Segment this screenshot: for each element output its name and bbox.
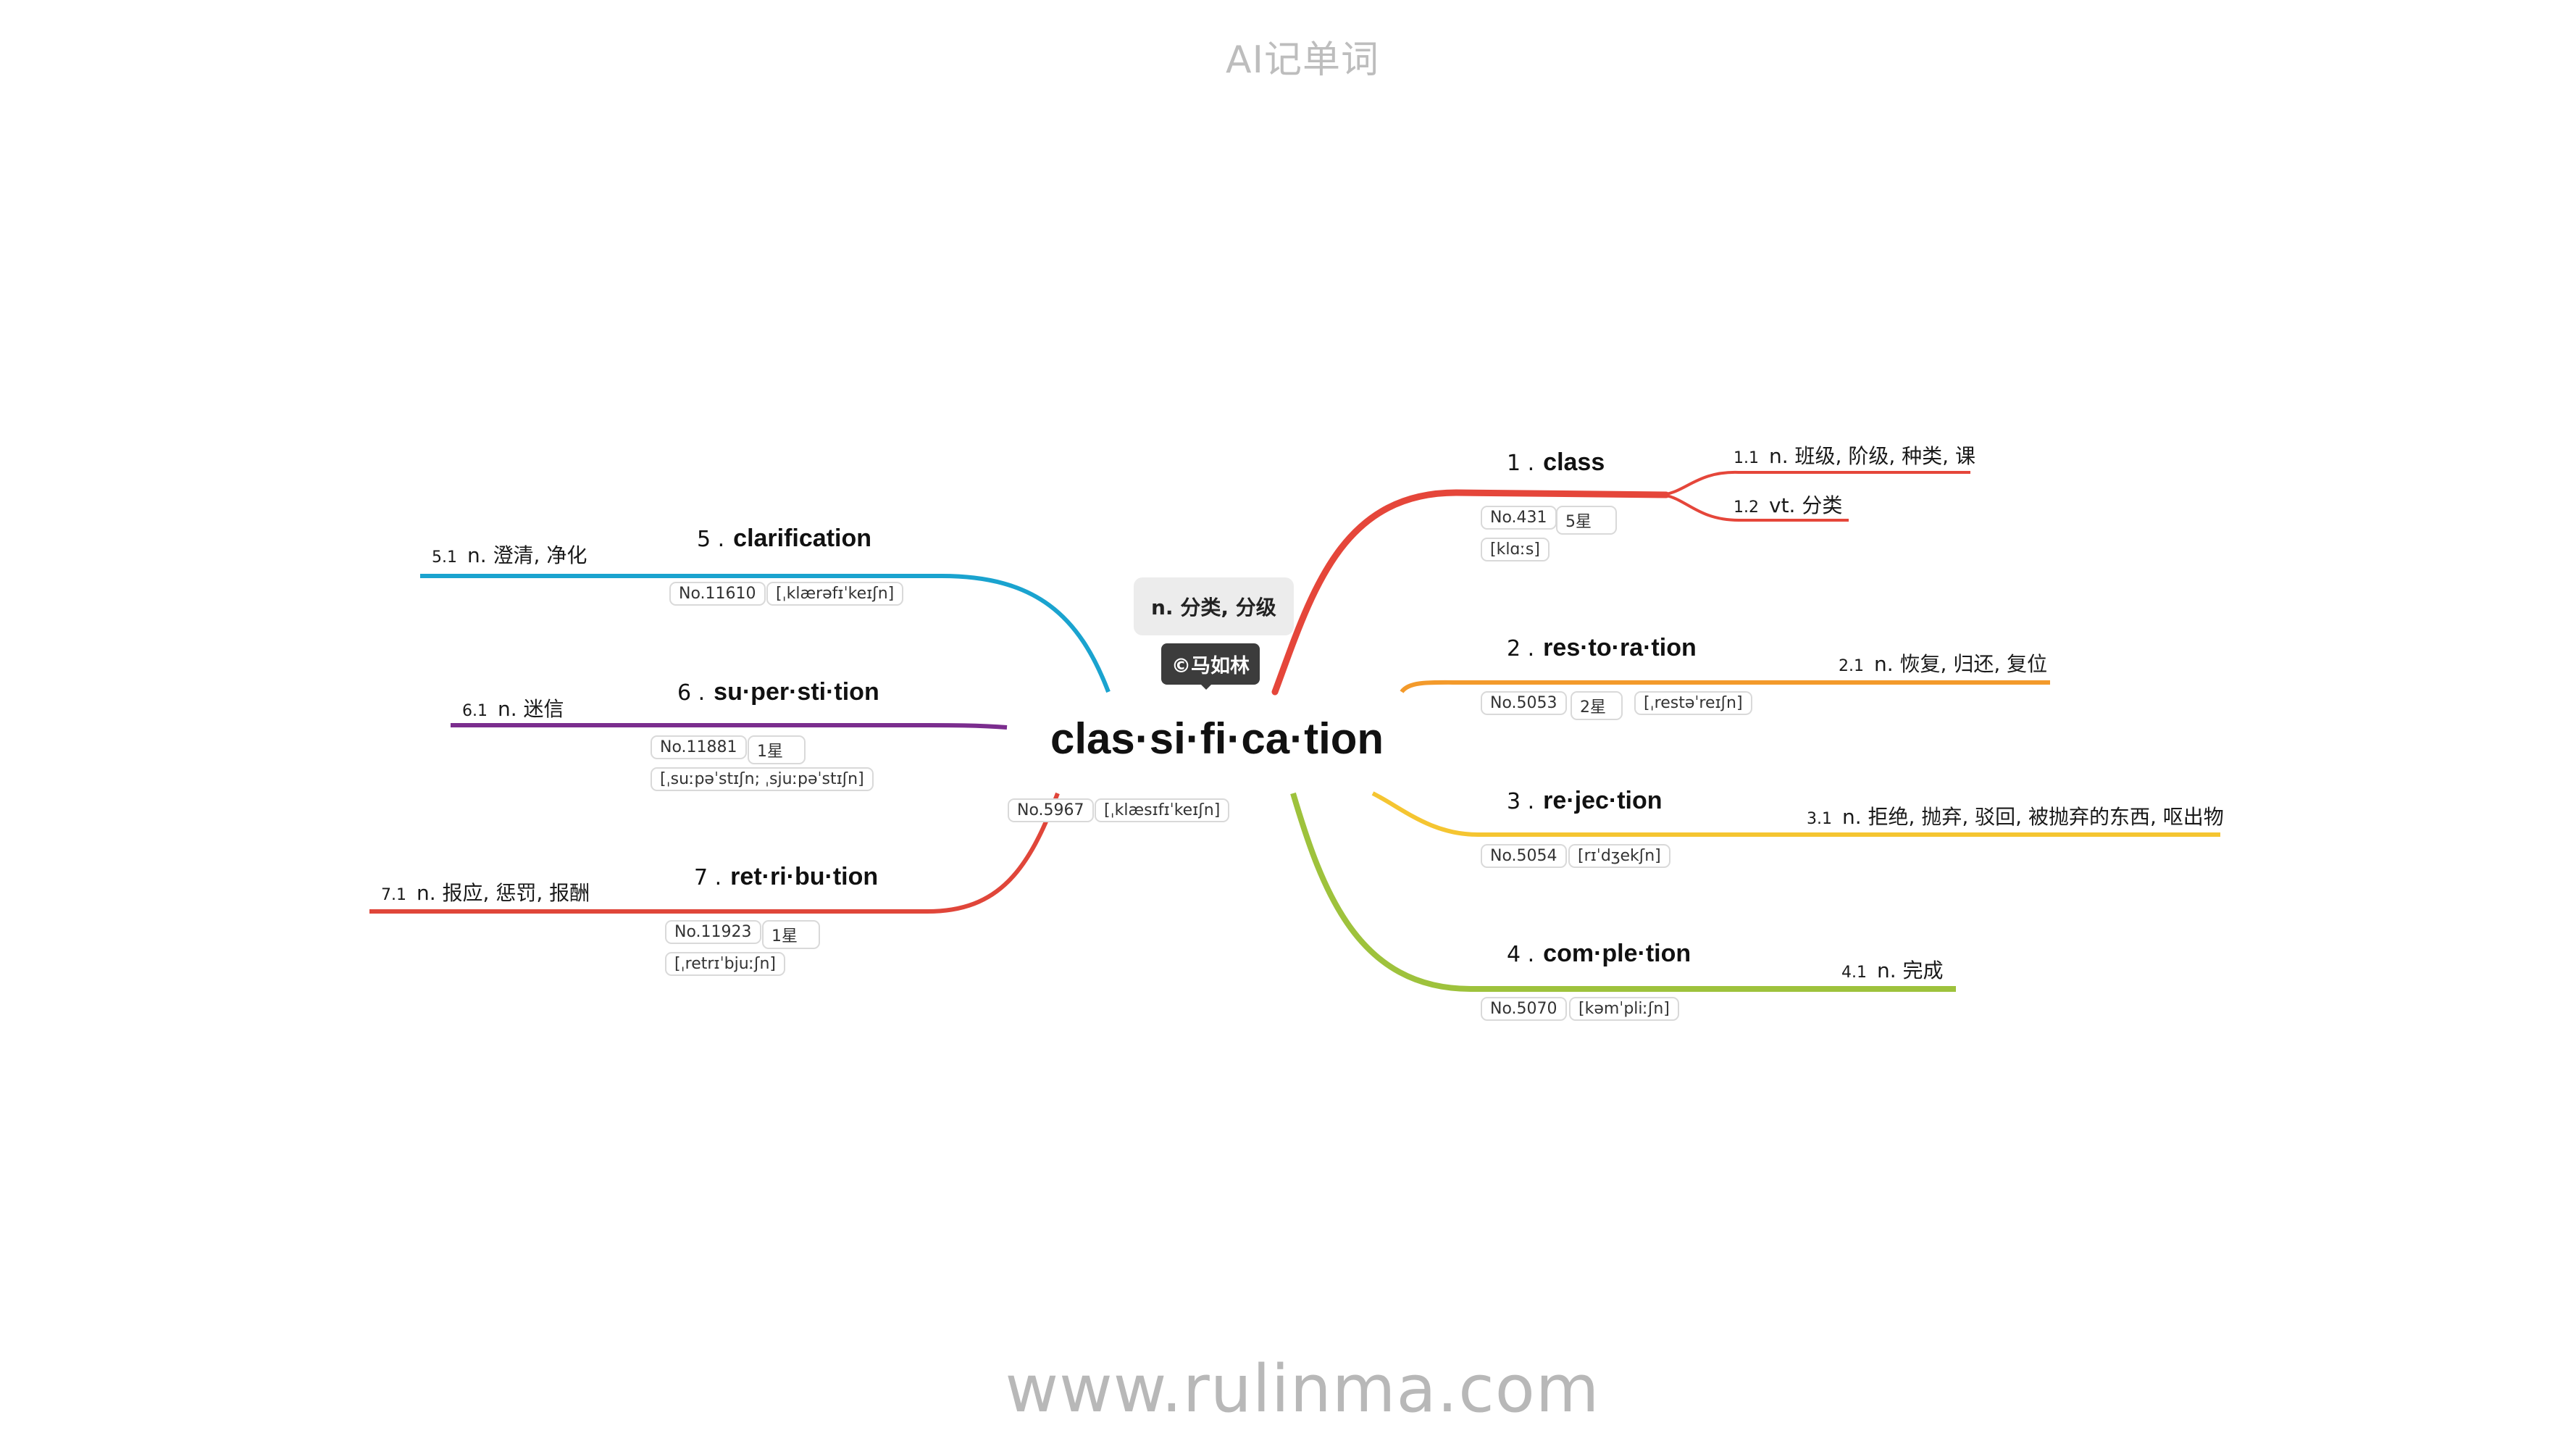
def-4-1-text: n. 完成 [1877,959,1944,982]
def-3-1: 3.1 n. 拒绝, 抛弃, 驳回, 被抛弃的东西, 呕出物 [1807,801,2224,830]
def-2-1-number: 2.1 [1839,657,1864,675]
def-7-1-text: n. 报应, 惩罚, 报酬 [417,881,590,905]
center-meaning-bubble: n. 分类, 分级 [1134,577,1294,635]
branch-5-number: 5 . [697,527,725,552]
branch-7-no-tag: No.11923 [665,920,761,944]
branch-2-heading[interactable]: 2 . res·to·ra·tion [1507,633,1697,662]
branch-7-star-tag: 1星 [762,920,820,949]
connector-branch-6 [451,723,1008,730]
branch-4-word: com·ple·tion [1543,940,1691,967]
def-5-1-number: 5.1 [432,548,457,567]
connector-branch-5 [420,574,1111,693]
def-1-1: 1.1 n. 班级, 阶级, 种类, 课 [1734,440,1975,469]
connector-branch-3 [1371,791,2220,837]
def-1-2-text: vt. 分类 [1769,493,1843,517]
def-4-1-number: 4.1 [1841,964,1867,982]
connector-branch-1 [1271,489,1670,696]
def-1-2: 1.2 vt. 分类 [1734,490,1842,519]
branch-1-heading[interactable]: 1 . class [1507,448,1605,477]
branch-5-no-tag: No.11610 [669,582,766,606]
center-word: clas·si·fi·ca·tion [1050,714,1384,763]
branch-1-star-tag: 5星 [1556,506,1617,535]
center-phonetic-tag: [ˌklæsɪfɪˈkeɪʃn] [1095,798,1230,822]
branch-4-number: 4 . [1507,942,1535,967]
branch-7-phonetic-tag: [ˌretrɪˈbjuːʃn] [665,952,785,976]
connector-branch-7 [369,792,1060,914]
branch-2-no-tag: No.5053 [1481,691,1567,715]
branch-6-heading[interactable]: 6 . su·per·sti·tion [677,677,879,706]
branch-1-number: 1 . [1507,451,1535,476]
branch-5-phonetic-tag: [ˌklærəfɪˈkeɪʃn] [766,582,904,606]
def-5-1: 5.1 n. 澄清, 净化 [432,540,587,569]
branch-3-number: 3 . [1507,789,1535,814]
branch-2-star-tag: 2星 [1571,691,1623,720]
def-7-1-number: 7.1 [381,886,406,904]
def-1-1-number: 1.1 [1734,449,1759,467]
def-5-1-text: n. 澄清, 净化 [467,543,587,567]
branch-2-phonetic-tag: [ˌrestəˈreɪʃn] [1634,691,1752,715]
branch-1-word: class [1543,448,1605,476]
def-4-1: 4.1 n. 完成 [1841,955,1944,984]
center-no-tag: No.5967 [1008,798,1094,822]
def-6-1-text: n. 迷信 [498,697,564,721]
branch-4-phonetic-tag: [kəmˈpliːʃn] [1569,997,1679,1021]
def-3-1-text: n. 拒绝, 抛弃, 驳回, 被抛弃的东西, 呕出物 [1842,805,2224,829]
branch-6-number: 6 . [677,680,706,706]
def-6-1: 6.1 n. 迷信 [462,693,564,722]
def-2-1-text: n. 恢复, 归还, 复位 [1874,652,2048,676]
branch-4-no-tag: No.5070 [1481,997,1567,1021]
branch-1-phonetic-tag: [klɑːs] [1481,538,1550,561]
connector-branch-2 [1400,680,2050,693]
app-title: AI记单词 [1226,38,1379,82]
branch-4-heading[interactable]: 4 . com·ple·tion [1507,939,1691,968]
connector-def-1-1 [1658,470,1970,496]
branch-5-word: clarification [733,525,872,552]
branch-2-number: 2 . [1507,636,1535,661]
branch-1-no-tag: No.431 [1481,506,1557,530]
branch-3-word: re·jec·tion [1543,787,1663,814]
branch-7-number: 7 . [694,865,722,890]
def-3-1-number: 3.1 [1807,810,1832,828]
def-2-1: 2.1 n. 恢复, 归还, 复位 [1839,648,2047,677]
def-6-1-number: 6.1 [462,702,488,720]
branch-5-heading[interactable]: 5 . clarification [697,524,871,553]
credit-badge: ©马如林 [1161,643,1260,685]
connector-def-1-2 [1658,493,1849,522]
branch-3-phonetic-tag: [rɪˈdʒekʃn] [1568,844,1670,868]
branch-3-no-tag: No.5054 [1481,844,1567,868]
branch-2-word: res·to·ra·tion [1543,634,1697,661]
def-1-1-text: n. 班级, 阶级, 种类, 课 [1769,444,1975,468]
branch-6-no-tag: No.11881 [651,735,747,759]
connector-branch-4 [1290,792,1956,992]
branch-6-phonetic-tag: [ˌsuːpəˈstɪʃn; ˌsjuːpəˈstɪʃn] [651,767,874,791]
branch-7-word: ret·ri·bu·tion [730,863,879,890]
branch-3-heading[interactable]: 3 . re·jec·tion [1507,786,1663,815]
branch-6-word: su·per·sti·tion [714,678,879,706]
def-1-2-number: 1.2 [1734,498,1759,517]
branch-7-heading[interactable]: 7 . ret·ri·bu·tion [694,862,878,891]
def-7-1: 7.1 n. 报应, 惩罚, 报酬 [381,877,590,906]
site-url[interactable]: www.rulinma.com [1005,1351,1600,1427]
credit-badge-pointer [1197,680,1216,690]
branch-6-star-tag: 1星 [748,735,806,764]
